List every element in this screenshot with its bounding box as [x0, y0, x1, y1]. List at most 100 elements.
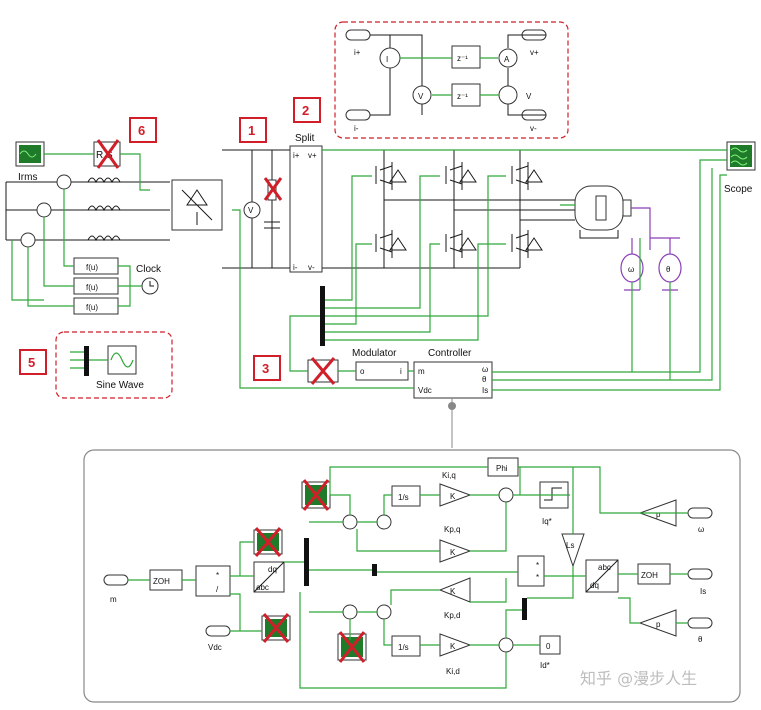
iq-ref-label: Iq* [542, 517, 552, 526]
integrator-d-block[interactable] [391, 635, 421, 657]
abc-to-dq-dq: dq [590, 581, 599, 590]
svg-text:1: 1 [248, 123, 255, 138]
igbt-lower-a [375, 230, 407, 258]
sum-q-error[interactable] [498, 487, 514, 503]
svg-text:6: 6 [138, 123, 145, 138]
modulator-port-i: i [400, 367, 402, 376]
divide-block[interactable] [195, 565, 231, 597]
ammeter-icon [498, 48, 518, 68]
svg-text:5: 5 [28, 355, 35, 370]
split-port-i-minus: i- [293, 263, 298, 272]
controller-detail-panel: Phi Ki,q 1/s K Iq* Kp,q K p ω p θ Ls ZO [83, 449, 741, 703]
irms-label: Irms [18, 172, 37, 183]
svg-text:2: 2 [302, 103, 309, 118]
m-outport-label: m [110, 595, 117, 604]
voltage-source-icon [498, 85, 518, 105]
split-port-v-minus: v- [308, 263, 315, 272]
product-star-1: * [536, 561, 539, 570]
id-ref-const-value: 0 [546, 642, 551, 651]
dq-to-abc-abc: abc [256, 583, 269, 592]
ac-line-wires [5, 181, 170, 241]
pole-pair-theta-label: p [656, 620, 661, 629]
integrator-d-label: 1/s [398, 643, 409, 652]
grid-inductors [87, 177, 121, 242]
phi-gain-block[interactable] [487, 457, 519, 477]
pmsm-motor[interactable] [574, 185, 632, 239]
voltage-source-label: V [526, 92, 532, 101]
angle-sensor[interactable]: θ [658, 238, 682, 291]
dq-to-abc-dq: dq [268, 565, 277, 574]
gate-signal-wires [232, 149, 727, 391]
split-block[interactable] [289, 145, 323, 273]
marker-5: 5 [19, 349, 47, 375]
fcn-block-2-label: f(u) [86, 283, 98, 292]
speed-sensor-symbol: ω [628, 265, 634, 274]
split-port-v-plus: v+ [308, 151, 317, 160]
integrator-q-block[interactable] [391, 485, 421, 507]
disabled-cross-icon [262, 613, 290, 643]
modulator-label: Modulator [352, 348, 397, 359]
igbt-upper-a [375, 162, 407, 190]
disabled-cross-icon [338, 631, 366, 663]
port-i-minus[interactable] [345, 109, 371, 121]
modulator-port-o: o [360, 367, 365, 376]
kp-d-gain-symbol: K [450, 587, 456, 596]
vdc-inport[interactable] [205, 625, 231, 637]
ki-d-gain-symbol: K [450, 642, 456, 651]
scope-label: Scope [724, 184, 753, 195]
motor-shaft-connection [631, 207, 680, 250]
controller-port-vdc: Vdc [418, 386, 432, 395]
kid-label: Ki,d [446, 667, 460, 676]
unit-delay-block-top[interactable] [451, 45, 481, 69]
divide-star: * [216, 571, 219, 580]
speed-sensor[interactable]: ω [620, 238, 644, 291]
m-outport[interactable] [103, 574, 129, 586]
voltage-sensor-icon [412, 85, 432, 105]
port-i-minus-label: i- [354, 124, 359, 133]
cross-coupling-product[interactable] [517, 555, 545, 587]
igbt-upper-c [511, 162, 543, 190]
callout-box-2: i+ i- v+ v- I V A V z⁻¹ z⁻¹ [334, 21, 569, 139]
marker-6: 6 [129, 117, 157, 143]
vdc-inport-label: Vdc [208, 643, 222, 652]
igbt-lower-b [445, 230, 477, 258]
fcn-block-1-label: f(u) [86, 263, 98, 272]
controller-port-theta: θ [482, 375, 487, 384]
current-sensor-icon[interactable] [20, 232, 36, 248]
sum-q-1[interactable] [342, 514, 358, 530]
subsystem-link-dot [448, 402, 456, 410]
pole-pair-omega-label: p [656, 510, 661, 519]
kiq-label: Ki,q [442, 471, 456, 480]
omega-inport[interactable] [687, 507, 713, 519]
marker-3: 3 [253, 355, 281, 381]
current-sensor-icon[interactable] [56, 174, 72, 190]
sum-q-2[interactable] [376, 514, 392, 530]
igbt-lower-c [511, 230, 543, 258]
controller-label: Controller [428, 348, 472, 359]
igbt-upper-b [445, 162, 477, 190]
kp-d-gain-block[interactable] [438, 577, 471, 603]
port-i-plus[interactable] [345, 29, 371, 41]
integrator-q-label: 1/s [398, 493, 409, 502]
is-inport[interactable] [687, 568, 713, 580]
sine-wave-icon [110, 352, 134, 368]
ammeter-symbol: A [504, 55, 510, 64]
dc-voltage-sensor-icon[interactable] [243, 201, 261, 219]
current-sensor-icon[interactable] [36, 202, 52, 218]
callout-box-5: Sine Wave [55, 331, 173, 399]
current-source-symbol: I [386, 55, 388, 64]
dc-voltage-sensor-symbol: V [248, 206, 254, 215]
sum-d-2[interactable] [376, 604, 392, 620]
split-label: Split [295, 133, 315, 144]
theta-inport[interactable] [687, 617, 713, 629]
rs-block-label: R S [96, 150, 113, 161]
sum-d-1[interactable] [342, 604, 358, 620]
kpq-label: Kp,q [444, 525, 460, 534]
controller-port-omega: ω [482, 365, 488, 374]
divide-slash: / [216, 585, 219, 594]
zoh-m-label: ZOH [153, 577, 170, 586]
current-source-icon [379, 47, 401, 69]
sum-d-error[interactable] [498, 637, 514, 653]
controller-subsystem[interactable] [413, 361, 493, 399]
